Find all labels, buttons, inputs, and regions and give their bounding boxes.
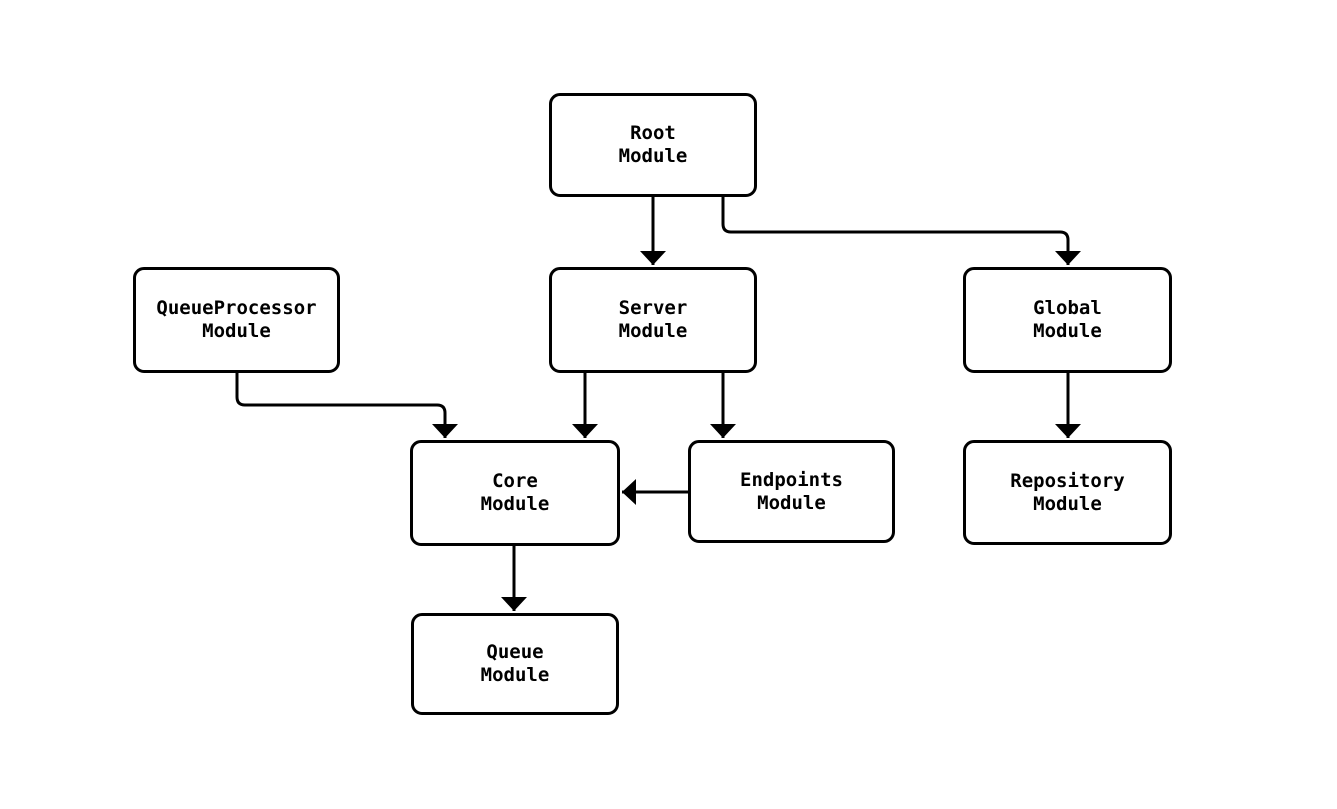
node-label-line: Core xyxy=(492,470,538,492)
node-global-module: Global Module xyxy=(963,267,1172,373)
node-label-line: Module xyxy=(202,320,271,342)
node-label-line: Module xyxy=(480,664,550,686)
node-label-line: Module xyxy=(757,491,826,514)
node-label-line: Module xyxy=(1033,492,1102,515)
edge-queueprocessor-to-core xyxy=(235,373,458,438)
node-label-line: Endpoints xyxy=(740,468,843,491)
node-label-line: Repository xyxy=(1010,469,1125,492)
node-core-module: Core Module xyxy=(410,440,620,546)
node-label-line: Server xyxy=(618,297,688,319)
node-label-line: Global xyxy=(1033,297,1102,319)
node-label-line: Module xyxy=(1033,320,1102,342)
node-label-line: QueueProcessor xyxy=(156,297,317,319)
node-repository-module: Repository Module xyxy=(963,440,1172,545)
node-root-module: Root Module xyxy=(549,93,757,197)
node-endpoints-module: Endpoints Module xyxy=(688,440,895,543)
node-label-line: Module xyxy=(618,145,688,167)
node-label-line: Module xyxy=(480,493,550,515)
node-server-module: Server Module xyxy=(549,267,757,373)
node-queueprocessor-module: QueueProcessor Module xyxy=(133,267,340,373)
node-queue-module: Queue Module xyxy=(411,613,619,715)
node-label-line: Root xyxy=(630,122,676,144)
node-label-line: Queue xyxy=(486,641,544,663)
node-label-line: Module xyxy=(618,320,688,342)
edge-root-to-global xyxy=(721,197,1081,265)
